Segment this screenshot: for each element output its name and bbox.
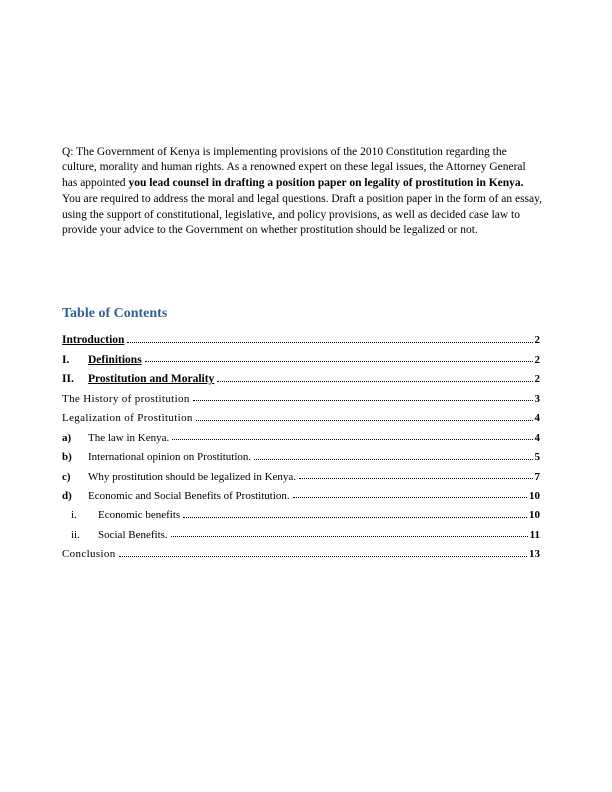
toc-page-number: 4 [534,412,541,425]
toc-entry-marker: i. [71,509,77,522]
toc-entry-marker: ii. [71,528,80,541]
toc-heading: Table of Contents [62,306,168,321]
toc-entry-marker: a) [62,431,72,444]
toc-entry[interactable]: d) Economic and Social Benefits of Prost… [62,483,540,502]
toc-dot-leader [170,536,528,538]
toc-dot-leader [292,497,527,499]
toc-dot-leader [195,419,533,421]
question-paragraph: Q: The Government of Kenya is implementi… [62,145,543,240]
toc-entry[interactable]: i. Economic benefits 10 [62,502,540,521]
toc-page-number: 2 [534,334,541,347]
toc-entry[interactable]: I. Definitions 2 [62,346,541,366]
question-text-regular-2: You are required to address the moral an… [62,177,545,237]
toc-entry-marker: b) [62,451,72,464]
toc-dot-leader [118,555,527,557]
toc-dot-leader [183,516,527,518]
toc-dot-leader [192,400,533,402]
toc-entry[interactable]: a) The law in Kenya. 4 [62,424,541,444]
toc-list: Introduction 2 I. Definitions 2 II. Pros… [62,327,540,560]
toc-entry-label: Social Benefits. [98,528,168,541]
toc-entry[interactable]: Introduction 2 [62,327,540,346]
toc-entry[interactable]: b) International opinion on Prostitution… [62,444,540,463]
toc-entry-label: Definitions [88,353,142,366]
toc-entry-label: Economic benefits [98,509,181,522]
toc-entry[interactable]: II. Prostitution and Morality 2 [62,366,540,385]
toc-page-number: 4 [534,431,541,444]
toc-entry-label: The History of prostitution [62,392,190,405]
toc-entry-label: Prostitution and Morality [88,373,215,386]
toc-entry-marker: d) [62,489,72,502]
toc-entry-label: Why prostitution should be legalized in … [88,470,297,483]
toc-entry-label: Economic and Social Benefits of Prostitu… [88,489,290,502]
toc-dot-leader [127,341,533,343]
toc-entry-marker: I. [62,353,70,366]
toc-entry[interactable]: Conclusion 13 [62,541,540,560]
toc-entry-label: Conclusion [62,548,116,561]
toc-entry-label: International opinion on Prostitution. [88,451,252,464]
toc-dot-leader [172,439,533,441]
toc-dot-leader [299,478,533,479]
question-text-regular: Q: The Government of Kenya is implementi… [62,145,529,190]
toc-page-number: 2 [534,353,541,366]
toc-entry-marker: II. [62,373,74,386]
toc-dot-leader [254,458,533,460]
toc-dot-leader [144,361,533,363]
toc-entry[interactable]: ii. Social Benefits. 11 [62,521,540,541]
toc-entry[interactable]: The History of prostitution 3 [62,385,541,405]
toc-page-number: 10 [529,489,540,502]
toc-page-number: 3 [534,392,541,405]
toc-page-number: 11 [529,528,540,541]
toc-entry[interactable]: Legalization of Prostitution 4 [62,405,540,424]
toc-dot-leader [217,380,533,382]
toc-entry[interactable]: c) Why prostitution should be legalized … [62,463,541,483]
toc-entry-marker: c) [62,470,71,483]
toc-entry-label: The law in Kenya. [88,431,170,444]
toc-entry-label: Introduction [62,334,125,347]
question-text-bold: you lead counsel in drafting a position … [128,177,524,190]
toc-page-number: 2 [534,373,541,386]
toc-page-number: 13 [529,548,540,561]
toc-page-number: 7 [534,470,541,483]
toc-page-number: 10 [529,509,540,522]
toc-entry-label: Legalization of Prostitution [62,412,193,425]
toc-page-number: 5 [534,451,541,464]
